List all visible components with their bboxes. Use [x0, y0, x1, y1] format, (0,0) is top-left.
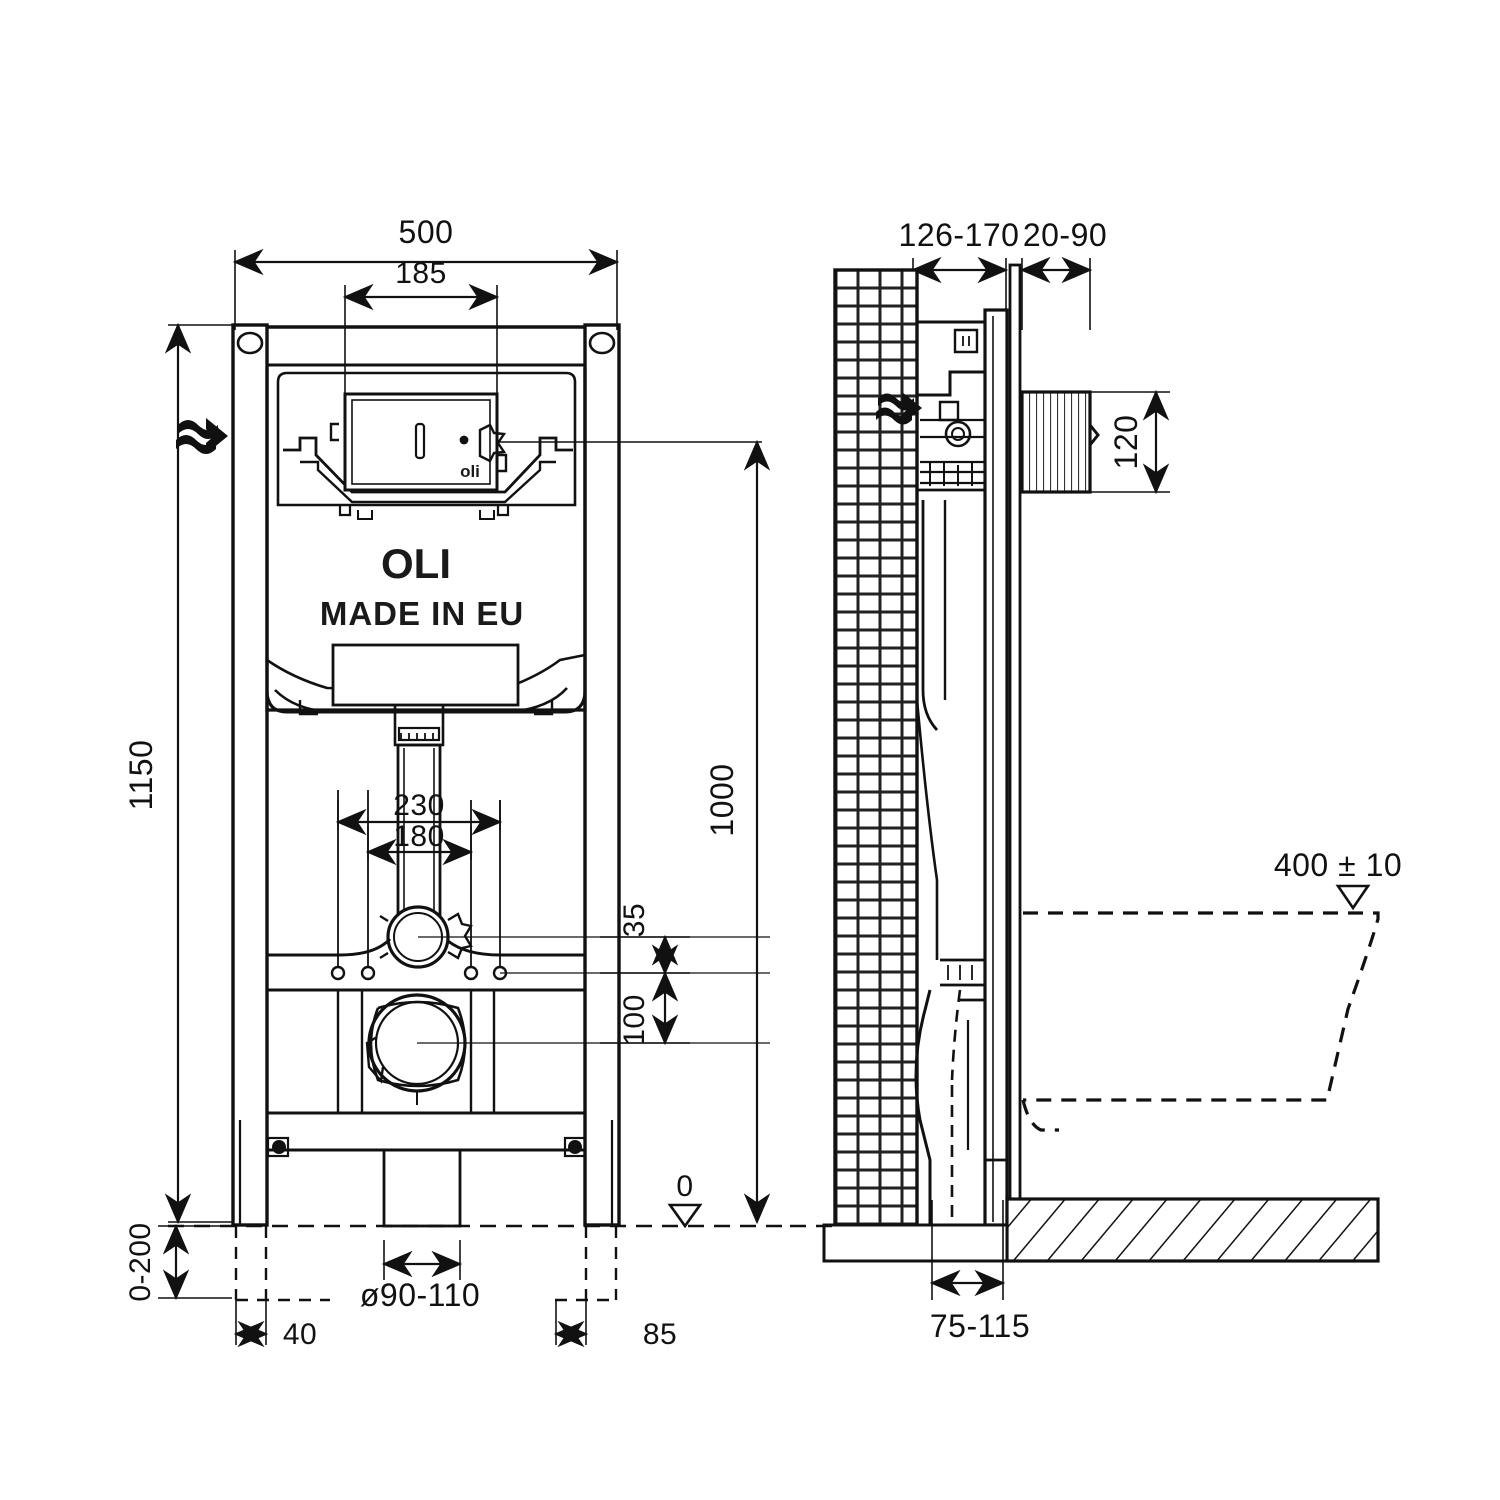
dim-label-185: 185 [395, 257, 447, 290]
dimension-35 [600, 934, 690, 976]
side-view-group: 126-170 20-90 [790, 217, 1402, 1344]
side-flush-plate [1020, 390, 1100, 494]
toilet-bowl-outline [1021, 911, 1380, 1132]
dimension-left-foot-40 [233, 1300, 269, 1348]
front-view-group: 500 185 1150 [123, 214, 790, 1351]
dim-label-180: 180 [393, 820, 445, 853]
flush-elbow-connector [379, 905, 770, 969]
dimension-plate-height-120 [1090, 389, 1170, 495]
frame-middle-rail [267, 790, 770, 992]
adjust-arrow-side-icon [876, 392, 922, 425]
frame-left-upright [231, 323, 269, 1227]
dimension-bolt-spacing-230 [335, 800, 503, 836]
waste-outlet-section [267, 990, 770, 1115]
dim-label-75-115: 75-115 [930, 1308, 1030, 1344]
dim-label-waste-diameter: ø90-110 [360, 1277, 480, 1313]
adjust-arrow-icon [176, 418, 228, 454]
dim-label-126-170: 126-170 [899, 217, 1020, 253]
dimension-frame-projection [1019, 256, 1093, 330]
dim-label-100: 100 [618, 994, 651, 1046]
dim-label-1000: 1000 [704, 763, 740, 836]
dimension-100 [600, 970, 690, 1046]
dimension-bolt-spacing-180 [365, 826, 474, 866]
dim-label-35: 35 [618, 903, 651, 937]
datum-triangle-front-icon [667, 1203, 703, 1229]
dim-label-120: 120 [1108, 415, 1144, 470]
brand-logo-text: OLI [381, 540, 451, 587]
dimension-waste-diameter [381, 1240, 463, 1280]
frame-right-upright [583, 323, 621, 1227]
dimension-height-1000 [496, 439, 771, 1225]
dim-label-85: 85 [643, 1318, 677, 1351]
dim-label-0-200: 0-200 [124, 1222, 157, 1301]
dim-label-20-90: 20-90 [1023, 217, 1107, 253]
dimension-total-height-1150 [164, 322, 232, 1225]
side-frame-rails [983, 263, 1022, 1227]
datum-triangle-bowl-icon [1335, 884, 1371, 911]
side-cistern-profile [914, 320, 1007, 1225]
dim-label-500: 500 [399, 214, 454, 250]
dim-label-400-pm-10: 400 ± 10 [1274, 847, 1402, 883]
wall-section [833, 268, 919, 1227]
dimension-foot-range-0-200 [158, 1223, 232, 1301]
cistern-brand-label: oli [460, 462, 480, 481]
dimension-waste-centre-75-115 [929, 1200, 1006, 1300]
dim-label-230: 230 [393, 789, 445, 822]
made-in-eu-text: MADE IN EU [320, 595, 524, 632]
dimension-overall-width-500 [232, 248, 620, 330]
floor-slab [822, 1197, 1380, 1263]
dim-label-datum-0: 0 [676, 1170, 693, 1203]
dimension-right-foot-85 [553, 1300, 589, 1348]
dim-label-1150: 1150 [123, 740, 159, 811]
frame-bottom-rail [266, 1136, 587, 1228]
dim-label-40: 40 [283, 1318, 317, 1351]
